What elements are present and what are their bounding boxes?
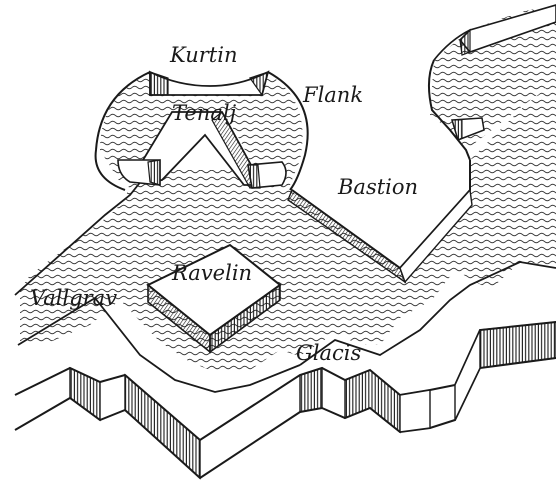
label-tenalj: Tenalj (172, 101, 237, 125)
glacis-face-1 (70, 368, 100, 420)
label-vallgrav: Vallgrav (30, 286, 117, 310)
label-flank: Flank (302, 83, 363, 107)
glacis-face-3 (300, 368, 322, 412)
glacis-face-5 (480, 322, 556, 368)
label-ravelin: Ravelin (171, 261, 252, 285)
label-bastion: Bastion (337, 175, 418, 199)
glacis-face-2 (125, 375, 200, 478)
label-glacis: Glacis (296, 341, 361, 365)
label-kurtin: Kurtin (169, 43, 237, 67)
glacis-face-4 (345, 370, 400, 432)
